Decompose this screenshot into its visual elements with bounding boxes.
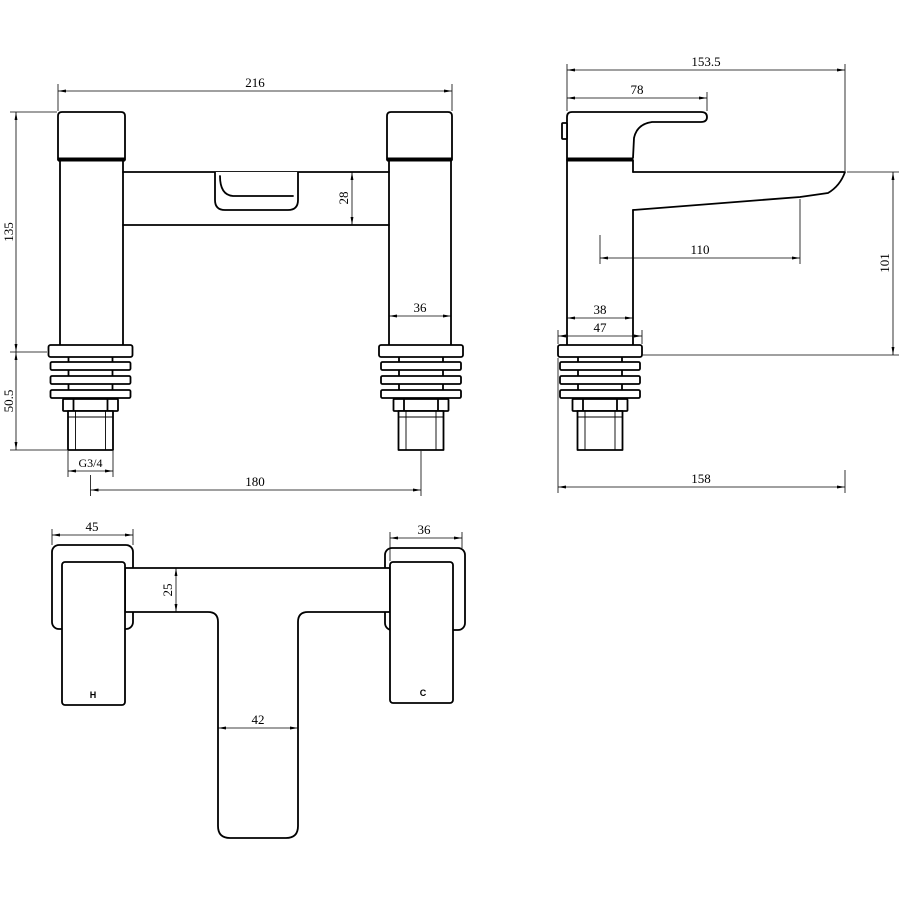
dim-handle-reach: 78 [567,82,708,111]
dim-overall-width: 216 [57,75,453,111]
dim-hot-base-width: 45 [51,519,134,545]
dim-label-body-depth: 38 [594,302,607,317]
dim-label-handle-reach: 78 [631,82,644,97]
dim-label-height-to-base: 135 [1,222,16,242]
side-base [557,344,643,451]
dim-height-to-base: 135 [1,111,57,353]
front-hot-base [47,344,134,451]
side-handle-lever [561,111,708,161]
dim-overall-depth: 153.5 [566,54,846,171]
side-spout [632,171,846,211]
dim-label-base-depth: 47 [594,320,608,335]
dim-base-depth: 47 [557,320,643,344]
dim-tap-centres: 180 [90,451,422,496]
dim-label-overall-depth: 153.5 [691,54,720,69]
top-hot-handle: H [61,561,126,706]
front-view: 216 135 50.5 28 36 G3/4 [1,75,464,496]
dim-spout-projection: 110 [599,199,801,264]
dim-spout-height: 101 [643,171,899,356]
dim-pillar-width: 36 [389,300,451,318]
dim-spout-width: 42 [218,712,298,730]
dim-label-tap-centres: 180 [245,474,265,489]
front-cold-base [378,344,464,451]
front-spout-outlet [214,172,299,211]
dim-thread-size: G3/4 [67,451,114,477]
dim-label-spout-width: 42 [252,712,265,727]
dim-label-spout-projection: 110 [690,242,709,257]
dim-label-spout-height: 101 [877,253,892,273]
dim-overall-base-to-spout: 158 [557,358,846,493]
dim-label-base-height: 50.5 [1,390,16,413]
side-view: 153.5 78 110 101 38 47 [557,54,899,493]
top-cold-handle: C [389,561,454,704]
dim-label-thread-size: G3/4 [79,456,103,470]
front-cold-pillar [386,111,453,346]
hot-label: H [90,690,97,700]
dim-label-bridge-width: 25 [160,584,175,597]
cold-label: C [420,688,427,698]
dim-base-height: 50.5 [1,352,67,451]
top-view: H C 45 36 25 42 [51,519,466,839]
side-body [566,157,634,346]
front-hot-pillar [57,111,126,346]
dim-label-cold-handle-width: 36 [418,522,432,537]
dim-label-bridge-height: 28 [336,192,351,205]
dim-cold-handle-width: 36 [389,522,463,561]
dim-label-overall-width: 216 [245,75,265,90]
dim-bridge-height: 28 [336,172,354,225]
dim-body-depth: 38 [567,302,633,320]
dim-bridge-width: 25 [160,568,178,612]
dim-label-hot-base-width: 45 [86,519,99,534]
handle-button [561,122,568,140]
dim-label-pillar-width: 36 [414,300,428,315]
dim-label-overall-base-to-spout: 158 [691,471,711,486]
top-bridge-and-spout [124,567,391,839]
